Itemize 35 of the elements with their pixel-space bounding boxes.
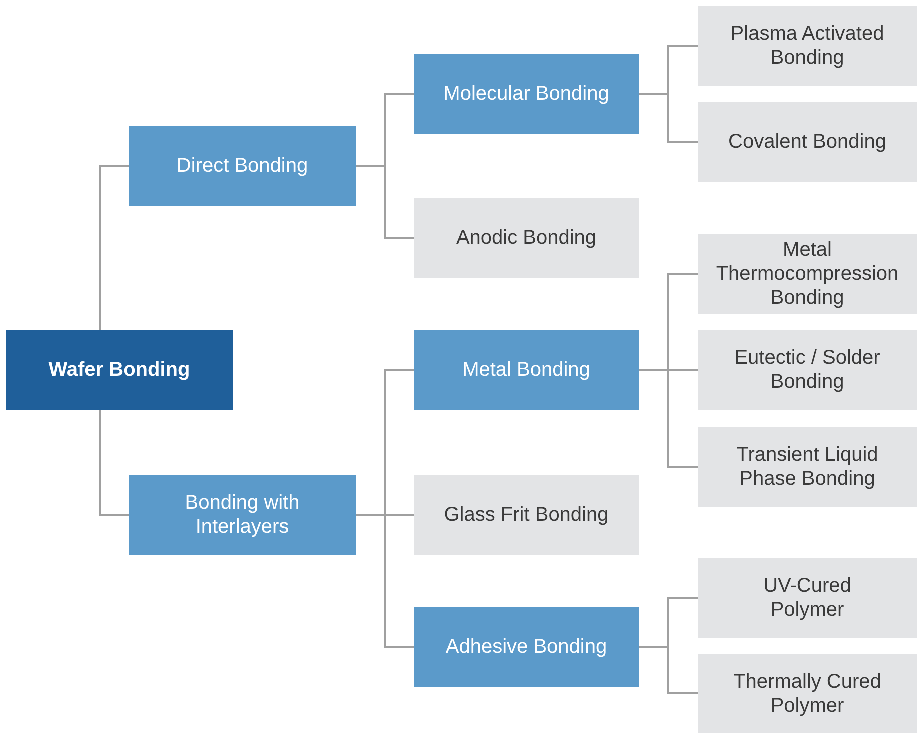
category-box (6, 330, 233, 410)
connector-line (639, 369, 698, 468)
leaf-box (414, 198, 639, 278)
leaf-box (698, 330, 917, 410)
connector-line (356, 165, 414, 239)
category-box (414, 54, 639, 134)
category-box (414, 330, 639, 410)
node-label: UV-Cured Polymer (762, 574, 852, 622)
connector-line (99, 410, 129, 516)
node-label: Molecular Bonding (444, 82, 610, 106)
leaf-box (698, 654, 917, 733)
connector-line (356, 514, 414, 648)
category-box (129, 126, 356, 206)
leaf-box (414, 475, 639, 555)
leaf-box (698, 427, 917, 507)
connector-line (99, 165, 129, 330)
node-label: Metal Bonding (462, 358, 590, 382)
node-label: Eutectic / Solder Bonding (734, 346, 882, 394)
category-box (129, 475, 356, 555)
leaf-box (698, 6, 917, 86)
node-label: Anodic Bonding (456, 226, 597, 250)
node-label: Transient Liquid Phase Bonding (736, 443, 880, 491)
node-label: Covalent Bonding (728, 130, 886, 154)
node-label: Adhesive Bonding (446, 635, 608, 659)
node-label: Glass Frit Bonding (444, 503, 609, 527)
node-label: Thermally Cured Polymer (732, 670, 882, 718)
node-label: Wafer Bonding (48, 358, 190, 382)
node-label: Metal Thermocompression Bonding (715, 238, 900, 310)
leaf-box (698, 102, 917, 182)
category-box (414, 607, 639, 687)
leaf-box (698, 558, 917, 638)
node-label: Plasma Activated Bonding (730, 22, 886, 70)
leaf-box (698, 234, 917, 314)
node-label: Direct Bonding (176, 154, 308, 178)
node-label: Bonding with Interlayers (184, 491, 301, 539)
